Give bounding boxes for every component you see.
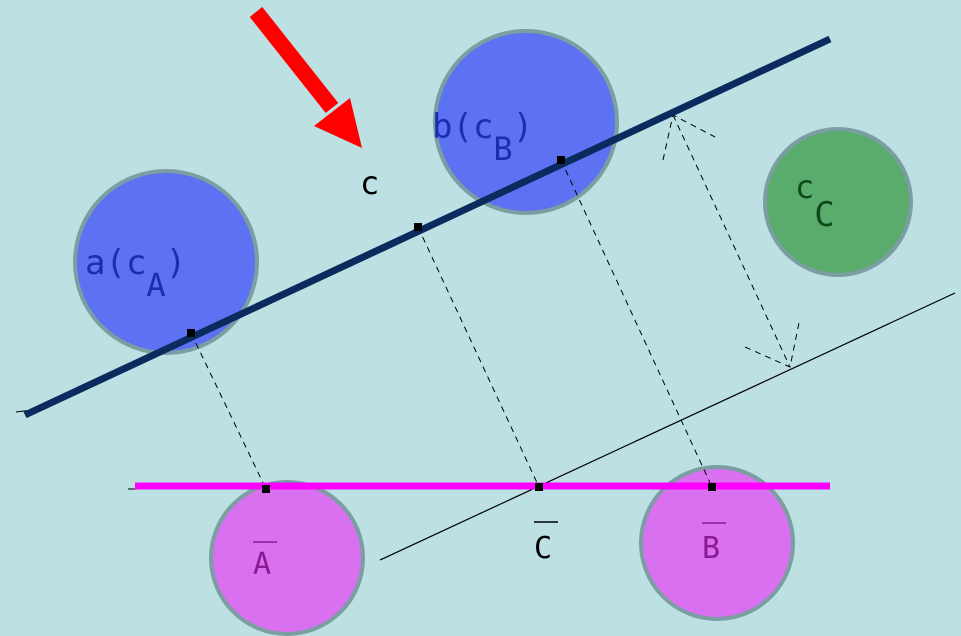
- label-c-bar: C: [534, 531, 552, 566]
- label-a-cA: a(cA): [85, 243, 186, 304]
- label-b-bar: B: [702, 531, 720, 566]
- point-a-projection: [187, 329, 195, 337]
- label-c: c: [360, 164, 379, 202]
- projection-line-a: [190, 332, 267, 490]
- label-b-cB: b(cB): [432, 107, 533, 168]
- label-a-bar: A: [253, 547, 271, 582]
- point-b-projection: [557, 156, 565, 164]
- thin-diagonal-line: [379, 292, 956, 561]
- label-c-bar-group: C: [534, 521, 558, 566]
- projection-line-c: [417, 226, 540, 488]
- point-b-bar: [708, 483, 716, 491]
- circle-b: [433, 29, 619, 215]
- distance-arrowhead-bottom: [744, 317, 801, 368]
- projection-points: [187, 156, 716, 493]
- circle-b-bar: [639, 465, 795, 621]
- red-arrow-icon: [249, 7, 362, 148]
- projection-line-b: [560, 159, 713, 488]
- circle-a-bar: [209, 480, 365, 636]
- point-a-bar: [262, 485, 270, 493]
- point-c-bar: [535, 483, 543, 491]
- label-b-bar-group: B: [702, 522, 726, 566]
- label-c-C: cC: [795, 168, 835, 235]
- distance-arrow-line: [672, 114, 791, 368]
- point-c-projection: [414, 223, 422, 231]
- circle-c: [763, 127, 913, 277]
- projection-axis-line: [23, 35, 832, 419]
- label-a-bar-group: A: [253, 541, 277, 582]
